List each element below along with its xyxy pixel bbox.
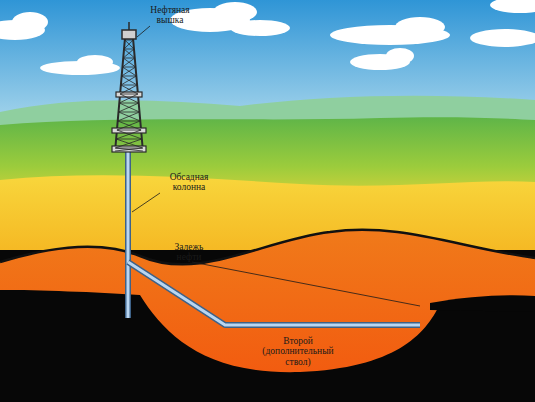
rig-brace	[117, 121, 141, 130]
callout-label: Залежь нефти	[166, 242, 212, 263]
rig-brace	[115, 139, 142, 148]
callout-label: Обсадная колонна	[160, 172, 218, 193]
rig-brace	[124, 40, 134, 49]
casing-pipe	[128, 150, 420, 325]
rig-brace	[115, 148, 143, 151]
rock-lens	[430, 295, 535, 312]
oil-rig	[112, 22, 146, 152]
leader-lines	[132, 26, 420, 306]
oil-deposit	[0, 230, 535, 372]
deposit-boundary	[0, 230, 535, 265]
rig-brace	[119, 103, 140, 112]
rig-brace	[122, 67, 137, 76]
rig-brace	[123, 49, 135, 58]
rig-brace	[120, 85, 138, 94]
rig-brace	[119, 94, 138, 103]
callout-label: Второй (дополнительный ствол)	[250, 336, 346, 367]
rig-brace	[122, 58, 135, 67]
rig-brace	[116, 130, 142, 139]
rig-brace	[118, 112, 141, 121]
callout-label: Нефтяная вышка	[144, 5, 196, 26]
clouds	[0, 0, 535, 75]
rig-brace	[121, 76, 137, 85]
